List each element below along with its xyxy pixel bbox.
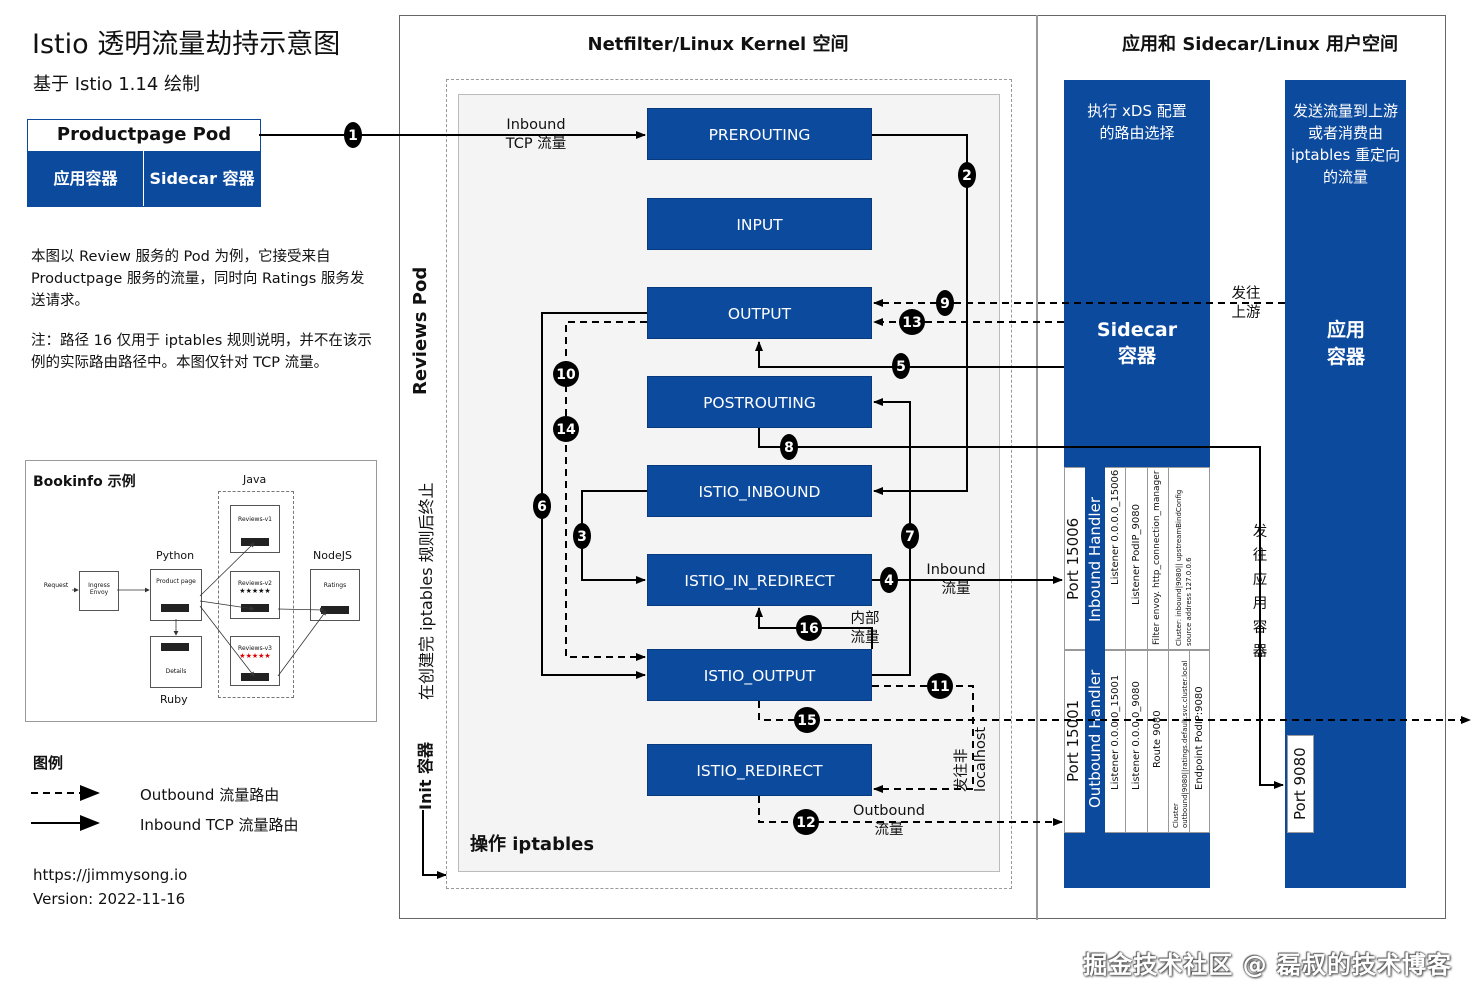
step-14: 14 [556,422,576,438]
chain-prerouting: PREROUTING [647,108,872,160]
step-badge-11 [927,673,953,699]
bookinfo-java: Java [243,473,267,486]
chain-istio-in-redirect: ISTIO_IN_REDIRECT [647,554,872,606]
step-badge-5 [892,353,910,379]
step-8: 8 [784,440,794,456]
footer-url[interactable]: https://jimmysong.io [33,866,188,884]
step-2: 2 [962,168,972,184]
app-name: 应用 容器 [1326,319,1365,368]
legend-title: 图例 [33,754,64,772]
app-top-text: 发送流量到上游或者消费由 iptables 重定向的流量 [1290,102,1401,186]
step-15: 15 [797,713,816,729]
bookinfo-request: Request [43,582,69,589]
productpage-pod-title: Productpage Pod [56,124,232,145]
bookinfo-title: Bookinfo 示例 [33,474,136,490]
details-box: Details [150,636,202,688]
bookinfo-ratings: Ratings [323,582,347,589]
footer-version: Version: 2022-11-16 [33,890,186,908]
step-badge-2 [958,162,976,188]
chain-postrouting: POSTROUTING [647,376,872,428]
outbound-handler-bar [1085,650,1105,833]
label-to-app: 发往应用容器 [1252,524,1268,660]
reviews-pod-frame [399,15,1446,919]
legend-lines [31,785,100,831]
reviews-v3-box: Reviews-v3 ★★★★★ [230,636,280,686]
label-outbound: Outbound 流量 [853,803,925,838]
step-11: 11 [930,679,949,695]
bookinfo-productpage: Product page [156,578,196,585]
java-group [218,491,294,698]
ratings-box: Ratings [310,569,360,621]
step-badge-13 [899,309,925,335]
bookinfo-details: Details [165,668,187,675]
chain-istio-output: ISTIO_OUTPUT [647,649,872,701]
bookinfo-arrows [72,542,327,677]
step-badge-8 [780,434,798,460]
bookinfo-ingress: Ingress Envoy [88,582,110,596]
app-port-box [1287,735,1314,833]
step-9: 9 [940,296,950,312]
chain-istio-inbound: ISTIO_INBOUND [647,465,872,517]
inbound-handler-bar [1085,467,1105,650]
step-badge-10 [553,361,579,387]
step-badge-15 [794,707,820,733]
step-6: 6 [537,499,547,515]
bookinfo-reviews-v3: Reviews-v3 [238,645,272,652]
watermark: 掘金技术社区 @ 磊叔的技术博客 [1083,951,1452,979]
label-inbound-tcp: Inbound TCP 流量 [505,117,567,152]
step-badge-14 [553,416,579,442]
step-1: 1 [348,128,358,144]
step-badge-7 [901,523,919,549]
step-badge-3 [573,523,591,549]
diagram-subtitle: 基于 Istio 1.14 绘制 [33,74,201,95]
productpage-sidecar-container: Sidecar 容器 [144,151,260,206]
diagram-title: Istio 透明流量劫持示意图 [32,29,341,60]
step-12: 12 [796,815,815,831]
step-badge-4 [880,567,898,593]
description: 本图以 Review 服务的 Pod 为例，它接受来自 Productpage … [31,249,365,309]
step-badge-12 [793,809,819,835]
bookinfo-nodejs: NodeJS [313,549,352,562]
chain-output: OUTPUT [647,287,872,339]
space-divider [1036,15,1038,920]
reviews-v2-box: Reviews-v2 ★★★★★ [230,571,280,619]
bookinfo-reviews-v1: Reviews-v1 [238,516,272,523]
step-5: 5 [896,359,906,375]
step-badge-9 [936,290,954,316]
sidecar-name: Sidecar 容器 [1096,319,1178,367]
step-7: 7 [905,529,915,545]
bookinfo-example: Bookinfo 示例 Java Python NodeJS Ruby Requ… [25,460,377,722]
ingress-box: Ingress Envoy [79,571,119,611]
legend-outbound: Outbound 流量路由 [140,786,280,804]
step-16: 16 [799,621,818,637]
kernel-space-header: Netfilter/Linux Kernel 空间 [587,34,849,55]
legend-inbound: Inbound TCP 流量路由 [140,816,299,834]
step-13: 13 [902,315,921,331]
bookinfo-ruby: Ruby [160,693,188,706]
user-space-header: 应用和 Sidecar/Linux 用户空间 [1122,34,1398,55]
chain-istio-redirect: ISTIO_REDIRECT [647,744,872,796]
productpage-pod: Productpage Pod 应用容器 Sidecar 容器 [27,119,261,207]
step-10: 10 [556,367,576,383]
sidecar-top-text: 执行 xDS 配置的路由选择 [1087,102,1187,142]
reviews-v1-box: Reviews-v1 [230,505,280,553]
step-badge-1 [344,122,362,148]
init-container-area [446,79,1012,889]
iptables-label: 操作 iptables [470,834,595,855]
chain-input: INPUT [647,198,872,250]
label-to-upstream: 发往 上游 [1231,286,1261,321]
step-badge-16 [796,615,822,641]
label-inbound: Inbound 流量 [926,562,986,597]
bookinfo-python: Python [156,549,195,562]
step-4: 4 [884,573,894,589]
bookinfo-reviews-v2: Reviews-v2 [238,580,272,587]
note: 注：路径 16 仅用于 iptables 规则说明，并不在该示例的实际路由路径中… [31,333,372,371]
productpage-app-container: 应用容器 [28,151,143,206]
step-badge-6 [533,493,551,519]
step-3: 3 [577,529,587,545]
